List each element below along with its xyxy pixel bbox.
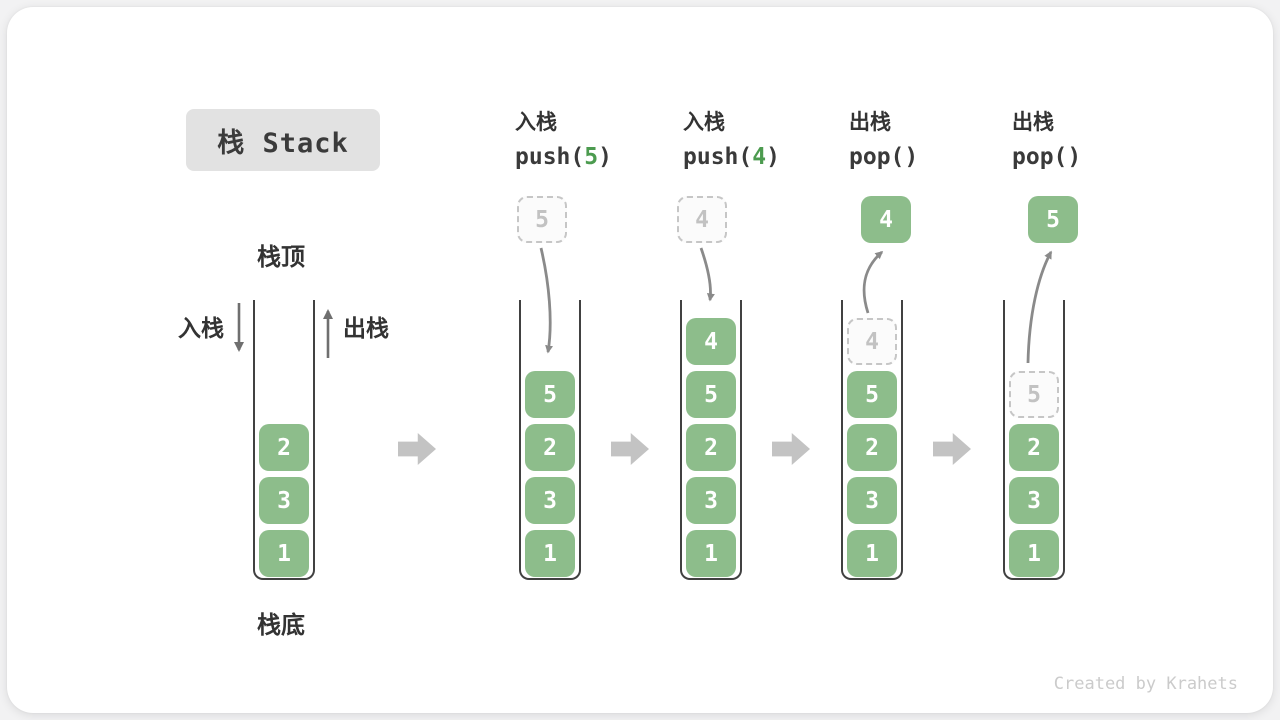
operation-label-push-4: 入栈 push(4): [683, 106, 780, 170]
stack-cell: 5: [847, 371, 897, 418]
stack-cell: 1: [847, 530, 897, 577]
incoming-element-box: 4: [677, 196, 727, 243]
popped-element-box: 4: [861, 196, 911, 243]
stack-cell-popped-placeholder: 4: [847, 318, 897, 365]
stack-cell: 1: [259, 530, 309, 577]
push-side-label: 入栈: [178, 316, 224, 342]
operation-name: 出栈: [849, 110, 891, 134]
operation-label-push-5: 入栈 push(5): [515, 106, 612, 170]
stack-cell-popped-placeholder: 5: [1009, 371, 1059, 418]
code-text: pop(: [849, 144, 905, 170]
stack-cell: 5: [686, 371, 736, 418]
operation-label-pop-2: 出栈 pop(): [1012, 106, 1081, 170]
stack-container-5: [1003, 300, 1065, 580]
code-text: push(: [515, 144, 585, 170]
stack-cell: 3: [525, 477, 575, 524]
operation-name: 出栈: [1012, 110, 1054, 134]
stack-cell: 3: [259, 477, 309, 524]
stack-cell: 3: [686, 477, 736, 524]
stack-cell: 5: [525, 371, 575, 418]
operation-code: pop(): [1012, 144, 1081, 170]
operation-name: 入栈: [683, 110, 725, 134]
stack-cell: 2: [686, 424, 736, 471]
stack-container-1: [253, 300, 315, 580]
stack-container-3: [680, 300, 742, 580]
stack-cell: 1: [525, 530, 575, 577]
incoming-element-box: 5: [517, 196, 567, 243]
operation-name: 入栈: [515, 110, 557, 134]
pop-side-label: 出栈: [343, 316, 389, 342]
operation-code: push(5): [515, 144, 612, 170]
stack-cell: 3: [847, 477, 897, 524]
stack-cell: 4: [686, 318, 736, 365]
stack-cell: 1: [686, 530, 736, 577]
stack-cell: 1: [1009, 530, 1059, 577]
stack-cell: 3: [1009, 477, 1059, 524]
code-text: push(: [683, 144, 753, 170]
code-text: ): [904, 144, 919, 170]
code-arg: 5: [584, 144, 599, 170]
diagram-title: 栈 Stack: [186, 109, 380, 171]
operation-code: pop(): [849, 144, 918, 170]
stack-container-2: [519, 300, 581, 580]
code-text: ): [766, 144, 780, 170]
code-text: ): [1067, 144, 1082, 170]
stack-cell: 2: [847, 424, 897, 471]
stack-container-4: [841, 300, 903, 580]
stack-bottom-label: 栈底: [257, 611, 305, 639]
code-arg: 4: [752, 144, 767, 170]
operation-label-pop-1: 出栈 pop(): [849, 106, 918, 170]
popped-element-box: 5: [1028, 196, 1078, 243]
watermark: Created by Krahets: [1053, 674, 1238, 694]
stack-cell: 2: [525, 424, 575, 471]
code-text: ): [598, 144, 612, 170]
stack-top-label: 栈顶: [257, 243, 305, 271]
stack-cell: 2: [259, 424, 309, 471]
code-text: pop(: [1012, 144, 1068, 170]
stack-cell: 2: [1009, 424, 1059, 471]
operation-code: push(4): [683, 144, 780, 170]
